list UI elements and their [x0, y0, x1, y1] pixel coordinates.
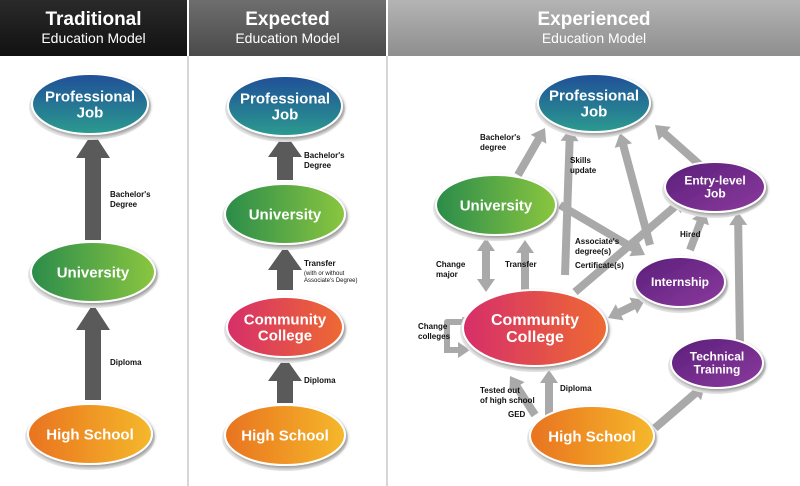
arrow-university-to-professional — [268, 133, 302, 180]
experienced-subtitle: Education Model — [541, 30, 647, 46]
arrow-university-to-professional — [514, 128, 547, 177]
arrow-highschool-to-community — [540, 370, 558, 415]
arrow-change-major — [477, 238, 495, 292]
arrow-community-to-professional — [560, 128, 579, 276]
node-university: University — [433, 174, 559, 241]
node-label: College — [258, 327, 312, 344]
node-label: Community — [491, 312, 579, 329]
node-label: Entry-level — [684, 174, 745, 188]
node-shape — [435, 174, 557, 236]
arrow-community-to-university — [268, 246, 302, 290]
node-label: Internship — [651, 275, 709, 289]
node-shape — [224, 404, 346, 466]
node-university: University — [28, 241, 158, 308]
node-shape — [634, 256, 726, 308]
node-label: University — [57, 264, 130, 281]
node-label: Community — [244, 311, 327, 328]
node-label: High School — [548, 428, 636, 445]
label-diploma: Diploma — [110, 358, 142, 367]
node-label: Professional — [240, 90, 330, 107]
node-label: College — [506, 329, 564, 346]
expected-title: Expected — [245, 9, 330, 30]
label-ged: GED — [508, 410, 526, 419]
node-label: Professional — [45, 88, 135, 105]
node-shape — [31, 73, 149, 135]
node-label: Technical — [690, 350, 744, 364]
label-transfer: Transfer — [505, 260, 537, 269]
traditional-model-header: Traditional Education Model — [0, 0, 187, 56]
node-high-school: High School — [222, 404, 348, 471]
node-high-school: High School — [527, 405, 657, 472]
node-label: High School — [46, 426, 134, 443]
label-transfer: Transfer — [304, 259, 336, 268]
node-shape — [27, 403, 153, 465]
label-diploma: Diploma — [560, 384, 592, 393]
arrow-highschool-to-community — [268, 357, 302, 403]
node-label: Job — [272, 106, 299, 123]
arrow-university-to-professional — [76, 132, 110, 240]
node-internship: Internship — [632, 256, 728, 313]
arrow-highschool-to-community-ged — [509, 376, 539, 418]
node-shape — [224, 183, 346, 245]
expected-subtitle: Education Model — [235, 30, 340, 46]
experienced-model-header: Experienced Education Model — [388, 0, 800, 56]
traditional-subtitle: Education Model — [41, 30, 146, 46]
node-university: University — [222, 183, 348, 250]
arrow-internship-to-entry — [686, 210, 709, 252]
label-certificates: Certificate(s) — [575, 261, 624, 270]
arrow-change-colleges-head — [444, 342, 470, 358]
node-shape — [462, 289, 608, 367]
arrow-community-to-entry — [572, 198, 685, 295]
label-diploma: Diploma — [304, 376, 336, 385]
node-shape — [670, 337, 764, 389]
arrow-entry-to-professional — [655, 125, 703, 168]
node-label: Job — [704, 187, 725, 201]
node-label: University — [460, 197, 533, 214]
node-label: High School — [241, 427, 329, 444]
node-shape — [664, 161, 766, 213]
arrow-university-to-internship — [558, 201, 645, 257]
arrow-highschool-to-university — [76, 304, 110, 400]
node-shape — [226, 296, 344, 358]
traditional-title: Traditional — [45, 9, 142, 30]
node-high-school: High School — [25, 403, 155, 470]
arrow-technical-to-entry — [729, 212, 748, 346]
node-shape — [30, 241, 156, 303]
node-label: Training — [694, 363, 741, 377]
node-label: Professional — [549, 87, 639, 104]
experienced-title: Experienced — [537, 9, 651, 30]
arrow-community-internship — [608, 297, 645, 321]
node-shape — [227, 75, 343, 137]
label-hired: Hired — [680, 230, 701, 239]
node-shape — [537, 73, 651, 133]
expected-model-header: Expected Education Model — [189, 0, 386, 56]
node-label: University — [249, 206, 322, 223]
node-label: Job — [77, 104, 104, 121]
node-label: Job — [581, 103, 608, 120]
arrow-internship-to-professional — [614, 133, 654, 246]
arrow-highschool-to-technical — [652, 385, 705, 431]
arrow-community-to-university — [516, 240, 534, 290]
node-shape — [529, 405, 655, 467]
